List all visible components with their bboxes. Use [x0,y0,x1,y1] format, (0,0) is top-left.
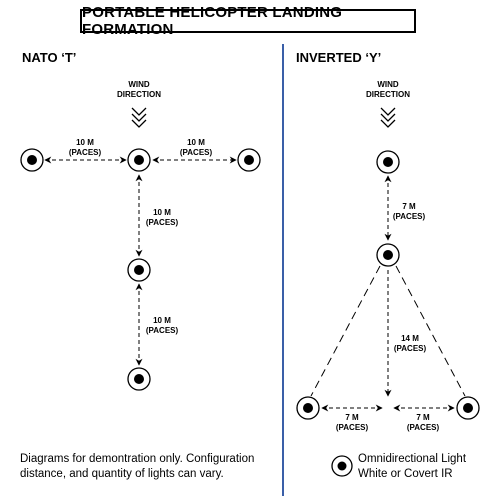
nato-wind-line2: DIRECTION [117,90,161,99]
inv-dist-center-label: 14 M (PACES) [393,334,427,354]
inv-wind-line2: DIRECTION [366,90,410,99]
inv-dist-left-label: 7 M (PACES) [335,413,369,433]
nato-light-middle [127,258,151,282]
nato-t-title: NATO ‘T’ [22,50,77,65]
inv-dist-top-line1: 7 M [402,202,416,211]
inv-dist-top-line2: (PACES) [392,212,426,221]
nato-light-left [20,148,44,172]
inv-dist-right-line2: (PACES) [406,423,440,432]
nato-light-center [127,148,151,172]
inverted-y-title: INVERTED ‘Y’ [296,50,382,65]
nato-wind-arrow-icon [131,107,147,128]
nato-light-bottom [127,367,151,391]
nato-dist-down2-line1: 10 M [153,316,171,325]
nato-dist-left-label: 10 M (PACES) [68,138,102,158]
inv-light-bottom-right [456,396,480,420]
nato-light-right [237,148,261,172]
legend-light-icon [331,455,353,477]
nato-dist-right-line1: 10 M [187,138,205,147]
inv-dist-right-label: 7 M (PACES) [406,413,440,433]
nato-dist-left-line1: 10 M [76,138,94,147]
inv-dist-top-label: 7 M (PACES) [392,202,426,222]
legend-line2: White or Covert IR [358,468,453,480]
nato-dist-right-line2: (PACES) [179,148,213,157]
inv-light-center [376,243,400,267]
inv-wind-line1: WIND [377,80,399,89]
nato-wind-label: WIND DIRECTION [117,80,161,100]
inv-dist-right-line1: 7 M [416,413,430,422]
nato-dist-right-label: 10 M (PACES) [179,138,213,158]
inv-connector-diag-left [310,265,381,397]
nato-wind-line1: WIND [128,80,150,89]
footnote: Diagrams for demontration only. Configur… [20,453,255,480]
nato-dist-down1-label: 10 M (PACES) [145,208,179,228]
panel-divider [282,44,284,496]
nato-dist-down1-line1: 10 M [153,208,171,217]
inv-dist-left-line1: 7 M [345,413,359,422]
nato-dist-down2-line2: (PACES) [145,326,179,335]
inverted-wind-arrow-icon [380,107,396,128]
legend-text: Omnidirectional Light White or Covert IR [358,452,498,482]
nato-dist-down1-line2: (PACES) [145,218,179,227]
nato-dist-down2-label: 10 M (PACES) [145,316,179,336]
inv-dist-left-line2: (PACES) [335,423,369,432]
inv-wind-label: WIND DIRECTION [366,80,410,100]
legend-line1: Omnidirectional Light [358,453,467,465]
inv-light-top [376,150,400,174]
nato-dist-left-line2: (PACES) [68,148,102,157]
inv-dist-center-line1: 14 M [401,334,419,343]
inv-dist-center-line2: (PACES) [393,344,427,353]
inv-connector-diag-right [395,265,466,397]
inv-light-bottom-left [296,396,320,420]
